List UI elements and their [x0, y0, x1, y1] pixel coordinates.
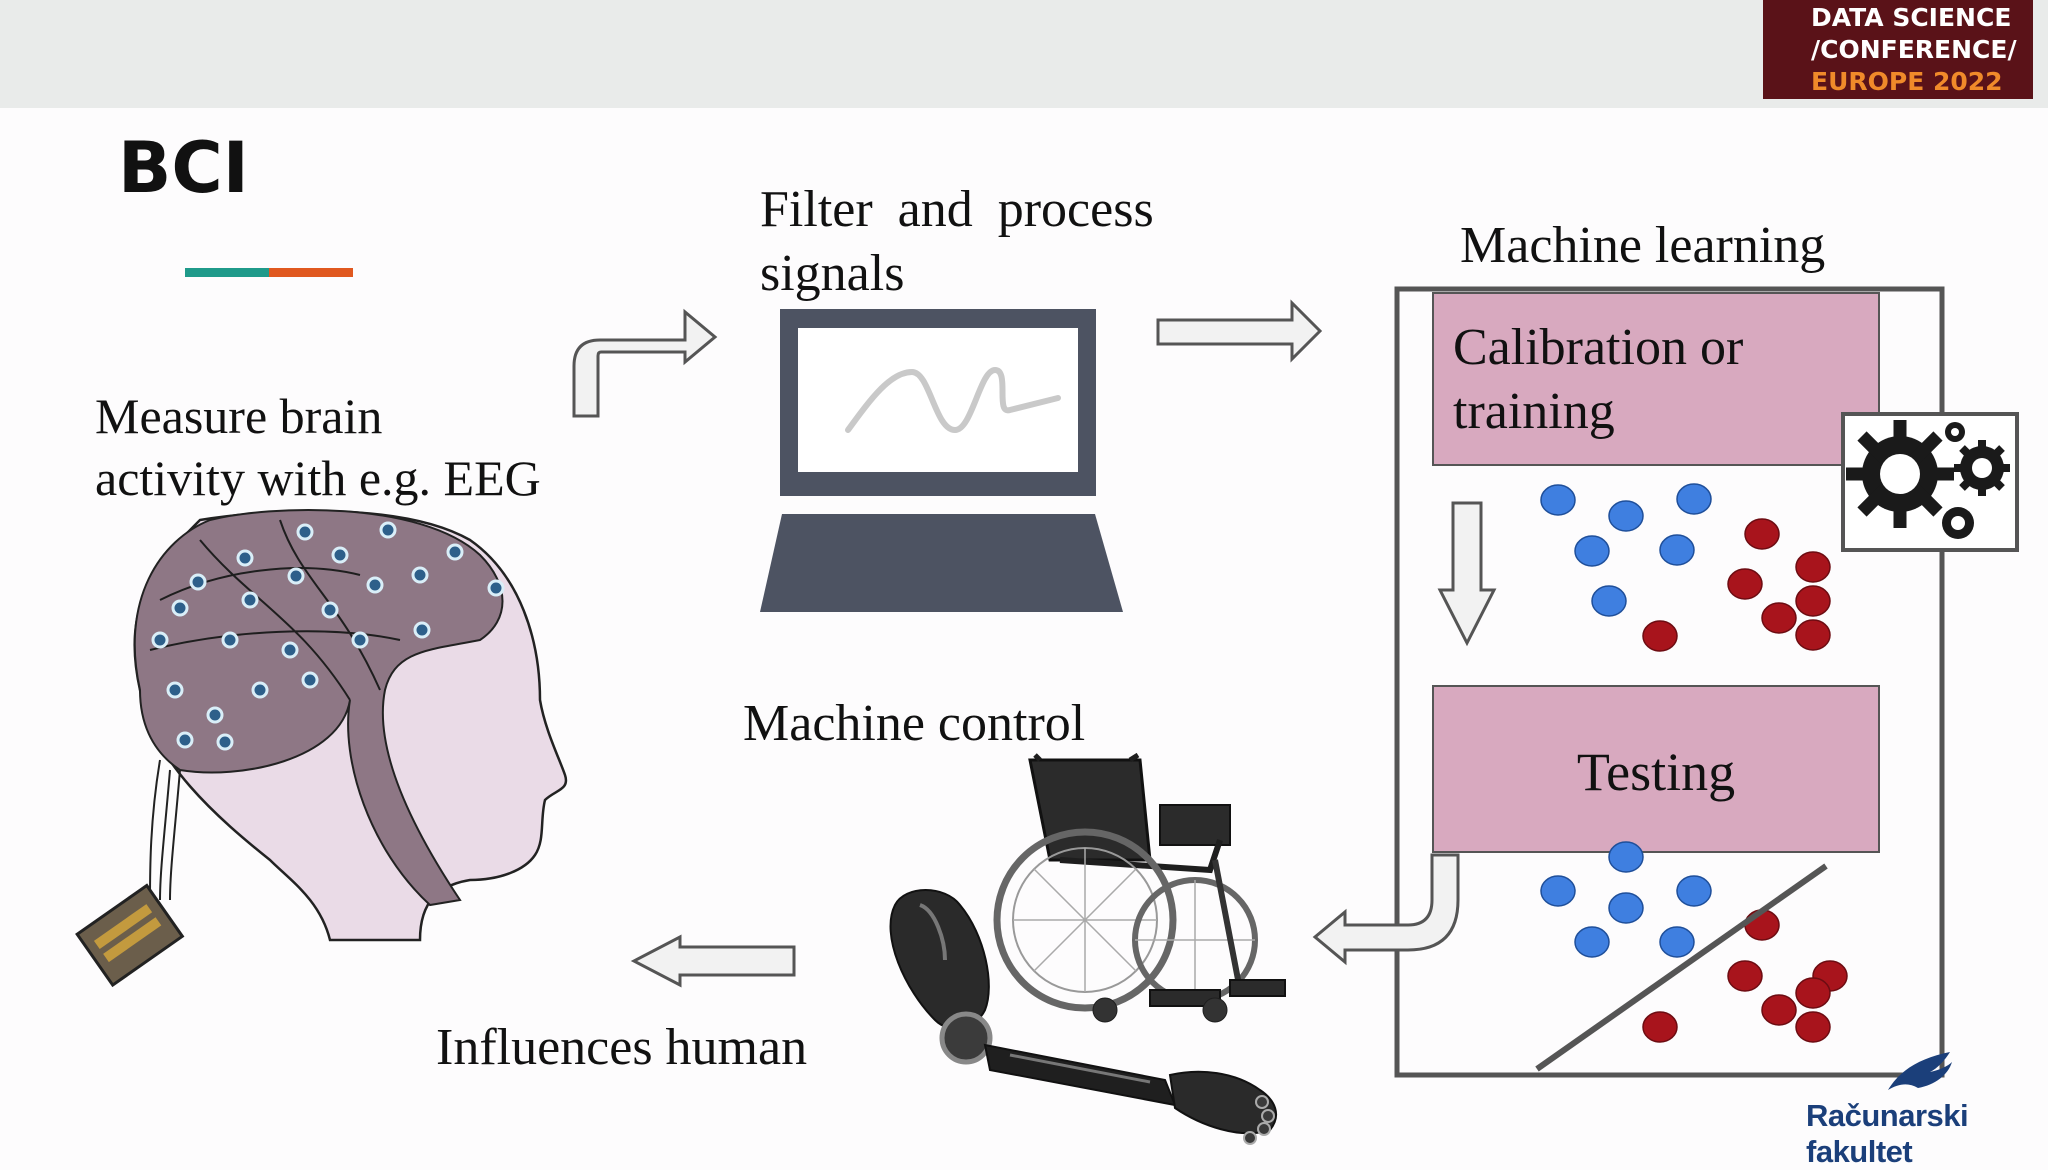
class-a-point [1574, 535, 1610, 567]
class-b-point [1795, 977, 1831, 1009]
class-a-point [1676, 875, 1712, 907]
class-b-point [1795, 1011, 1831, 1043]
decision-boundary [1535, 863, 1828, 1072]
conference-badge: DATA SCIENCE /CONFERENCE/ EUROPE 2022 [1763, 0, 2033, 99]
class-b-point [1761, 602, 1797, 634]
influences-human-label: Influences human [436, 1019, 808, 1076]
faculty-logo-icon [1888, 1052, 1952, 1090]
testing-box [1432, 685, 1880, 853]
class-a-point [1659, 926, 1695, 958]
eeg-cap-head-icon [75, 508, 568, 988]
laptop-signal-icon [760, 309, 1123, 612]
calibration-line-1: Calibration or [1453, 319, 1744, 376]
filter-label: Filter and process signals [760, 178, 1154, 306]
class-b-point [1795, 619, 1831, 651]
class-b-point [1642, 620, 1678, 652]
class-a-point [1659, 534, 1695, 566]
testing-scatter [1535, 841, 1848, 1072]
conference-line-1: DATA SCIENCE [1811, 3, 2012, 32]
measure-line-1: Measure brain [95, 388, 383, 444]
class-b-point [1744, 518, 1780, 550]
class-b-point [1795, 585, 1831, 617]
class-a-point [1574, 926, 1610, 958]
machine-control-label: Machine control [743, 695, 1086, 752]
testing-label: Testing [1576, 742, 1736, 802]
class-a-point [1608, 892, 1644, 924]
wheelchair-icon [993, 752, 1286, 1023]
ml-box [1394, 286, 1945, 1078]
class-b-point [1795, 551, 1831, 583]
class-a-point [1608, 500, 1644, 532]
class-b-point [1642, 1011, 1678, 1043]
class-a-point [1540, 875, 1576, 907]
arrow-to-ml [1156, 299, 1323, 363]
machine-learning-label: Machine learning [1460, 217, 1826, 274]
measure-brain-label: Measure brain activity with e.g. EEG [95, 385, 541, 509]
faculty-logo-text: Računarski fakultet [1806, 1098, 1969, 1169]
filter-line-1: Filter and process [760, 181, 1154, 238]
title-underline-teal [185, 268, 269, 277]
measure-line-2: activity with e.g. EEG [95, 450, 541, 506]
class-b-point [1761, 994, 1797, 1026]
gears-icon [1841, 412, 2019, 552]
arrow-to-control [1312, 853, 1460, 966]
prosthetic-arm-icon [889, 889, 1278, 1145]
arrow-to-influence [630, 934, 796, 988]
calibration-line-2: training [1453, 383, 1615, 440]
slide-title: BCI [118, 127, 249, 209]
class-b-point [1727, 960, 1763, 992]
conference-line-3: EUROPE 2022 [1811, 67, 2003, 96]
calibration-label: Calibration or training [1453, 316, 1743, 444]
title-underline-orange [269, 268, 353, 277]
class-b-point [1727, 568, 1763, 600]
conference-line-2: /CONFERENCE/ [1811, 35, 2017, 64]
header-band [0, 0, 2048, 108]
arrow-to-filter [572, 308, 718, 418]
class-a-point [1608, 841, 1644, 873]
training-scatter [1540, 483, 1831, 652]
calibration-box [1432, 292, 1880, 466]
class-a-point [1540, 484, 1576, 516]
class-a-point [1591, 585, 1627, 617]
arrow-calibration-to-testing [1437, 501, 1497, 647]
class-a-point [1676, 483, 1712, 515]
filter-line-2: signals [760, 245, 905, 302]
